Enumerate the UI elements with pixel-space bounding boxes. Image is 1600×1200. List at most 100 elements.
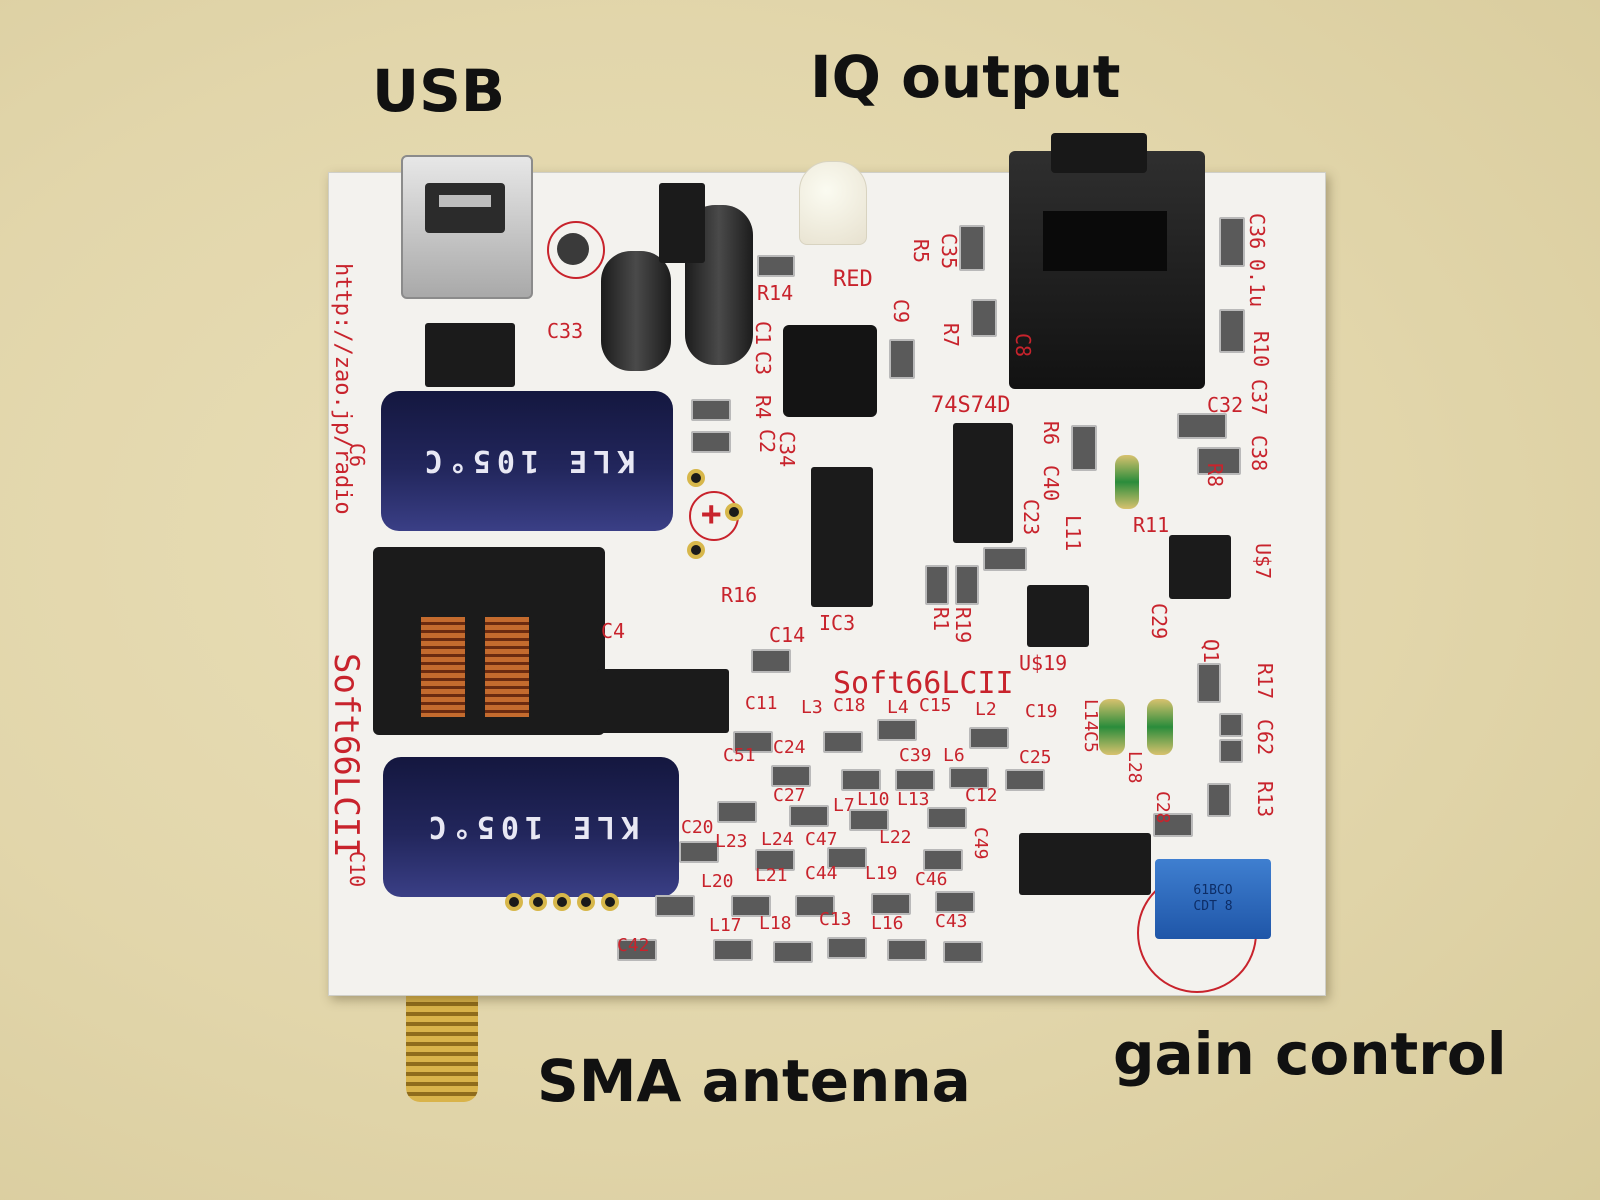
ref-l19: L19 xyxy=(865,863,898,884)
ref-l3: L3 xyxy=(801,697,823,718)
ref-l23: L23 xyxy=(715,831,748,852)
ref-c34: C34 xyxy=(775,431,799,468)
ref-c1: C1 xyxy=(751,321,775,346)
red-led xyxy=(799,161,867,245)
usb-ic xyxy=(425,323,515,387)
ref-ic3: IC3 xyxy=(819,611,856,635)
ref-l10: L10 xyxy=(857,789,890,810)
ref-r11: R11 xyxy=(1133,513,1170,537)
gain-control-caption: gain control xyxy=(1113,1020,1507,1088)
chip-74s74d-label: 74S74D xyxy=(931,393,1011,418)
ref-q1: Q1 xyxy=(1199,639,1223,664)
iq-output-jack xyxy=(1009,133,1205,389)
board-name-center: Soft66LCII xyxy=(833,666,1014,701)
ref-l4: L4 xyxy=(887,697,909,718)
output-chip xyxy=(1019,833,1151,895)
ref-c27: C27 xyxy=(773,785,806,806)
ref-c32: C32 xyxy=(1207,393,1244,417)
pot-marking: 61BCO CDT 8 xyxy=(1193,883,1233,914)
ref-l24: L24 xyxy=(761,829,794,850)
ref-l20: L20 xyxy=(701,871,734,892)
ref-c37: C37 xyxy=(1247,379,1271,416)
ref-c9: C9 xyxy=(889,299,913,324)
ref-c13: C13 xyxy=(819,909,852,930)
ref-c47: C47 xyxy=(805,829,838,850)
axial-inductor xyxy=(1099,699,1125,755)
ref-r19: R19 xyxy=(951,607,975,644)
ref-r17: R17 xyxy=(1253,663,1277,700)
ref-l17: L17 xyxy=(709,915,742,936)
ref-l7: L7 xyxy=(833,795,855,816)
ref-c38: C38 xyxy=(1247,435,1271,472)
ref-c43: C43 xyxy=(935,911,968,932)
ref-l28: L28 xyxy=(1124,751,1145,784)
bulk-capacitor-top: KLE 105°C xyxy=(381,391,673,531)
pcb-board: http://zao.jp/radio Soft66LCII RED KLE 1… xyxy=(326,133,1326,996)
74s74d-chip xyxy=(953,423,1013,543)
ref-c33: C33 xyxy=(547,319,584,343)
iq-output-caption: IQ output xyxy=(810,43,1121,111)
ref-c8: C8 xyxy=(1011,333,1035,358)
usb-connector xyxy=(401,155,533,299)
amp-chip-u19 xyxy=(1027,585,1089,647)
ref-l2: L2 xyxy=(975,699,997,720)
ref-c44: C44 xyxy=(805,863,838,884)
ref-l14: L14 xyxy=(1080,699,1101,732)
ref-c14: C14 xyxy=(769,623,806,647)
ref-c18: C18 xyxy=(833,695,866,716)
ref-c4: C4 xyxy=(601,619,626,643)
common-mode-choke xyxy=(373,547,605,735)
ref-c12: C12 xyxy=(965,785,998,806)
ref-r4: R4 xyxy=(751,395,775,420)
ref-r16: R16 xyxy=(721,583,758,607)
axial-inductor xyxy=(1115,455,1139,509)
ref-r10: R10 xyxy=(1249,331,1273,368)
ref-c62: C62 xyxy=(1253,719,1277,756)
ref-l22: L22 xyxy=(879,827,912,848)
usb-caption: USB xyxy=(372,57,506,125)
board-name-side: Soft66LCII xyxy=(326,653,366,858)
led-label: RED xyxy=(833,267,873,292)
ref-l13: L13 xyxy=(897,789,930,810)
amp-chip-u7 xyxy=(1169,535,1231,599)
electrolytic-capacitor xyxy=(601,251,671,371)
ref-c5: C5 xyxy=(1080,731,1101,753)
ref-c28: C28 xyxy=(1152,791,1173,824)
ref-c42: C42 xyxy=(617,935,650,956)
ref-l21: L21 xyxy=(755,865,788,886)
ref-u7: U$7 xyxy=(1251,543,1275,580)
ref-c49: C49 xyxy=(970,827,991,860)
ref-r6: R6 xyxy=(1039,421,1063,446)
ref-r8: R8 xyxy=(1203,463,1227,488)
ref-c24: C24 xyxy=(773,737,806,758)
ref-c35: C35 xyxy=(937,233,961,270)
ref-c40: C40 xyxy=(1039,465,1063,502)
ref-c2: C2 xyxy=(755,429,779,454)
bulk-capacitor-bottom: KLE 105°C xyxy=(383,757,679,897)
ref-c11: C11 xyxy=(745,693,778,714)
ref-c36: C36 xyxy=(1245,213,1269,250)
ref-c36-value: 0.1u xyxy=(1245,259,1269,308)
url-silkscreen: http://zao.jp/radio xyxy=(330,263,355,515)
ref-r1: R1 xyxy=(929,607,953,632)
ref-r7: R7 xyxy=(939,323,963,348)
ref-l6: L6 xyxy=(943,745,965,766)
ref-c46: C46 xyxy=(915,869,948,890)
ref-c3: C3 xyxy=(751,351,775,376)
ref-c23: C23 xyxy=(1019,499,1043,536)
ref-r13: R13 xyxy=(1253,781,1277,818)
ref-c25: C25 xyxy=(1019,747,1052,768)
sma-antenna-caption: SMA antenna xyxy=(537,1047,971,1115)
ref-r14: R14 xyxy=(757,281,794,305)
gain-potentiometer: 61BCO CDT 8 xyxy=(1155,859,1271,939)
ref-u19: U$19 xyxy=(1019,651,1068,675)
ref-c6: C6 xyxy=(345,443,369,468)
ref-l18: L18 xyxy=(759,913,792,934)
ref-c10: C10 xyxy=(345,851,369,888)
plus-marker: + xyxy=(701,494,722,534)
oscillator xyxy=(783,325,877,417)
ref-c39: C39 xyxy=(899,745,932,766)
ref-c51: C51 xyxy=(723,745,756,766)
ref-c15: C15 xyxy=(919,695,952,716)
ic3-chip xyxy=(811,467,873,607)
